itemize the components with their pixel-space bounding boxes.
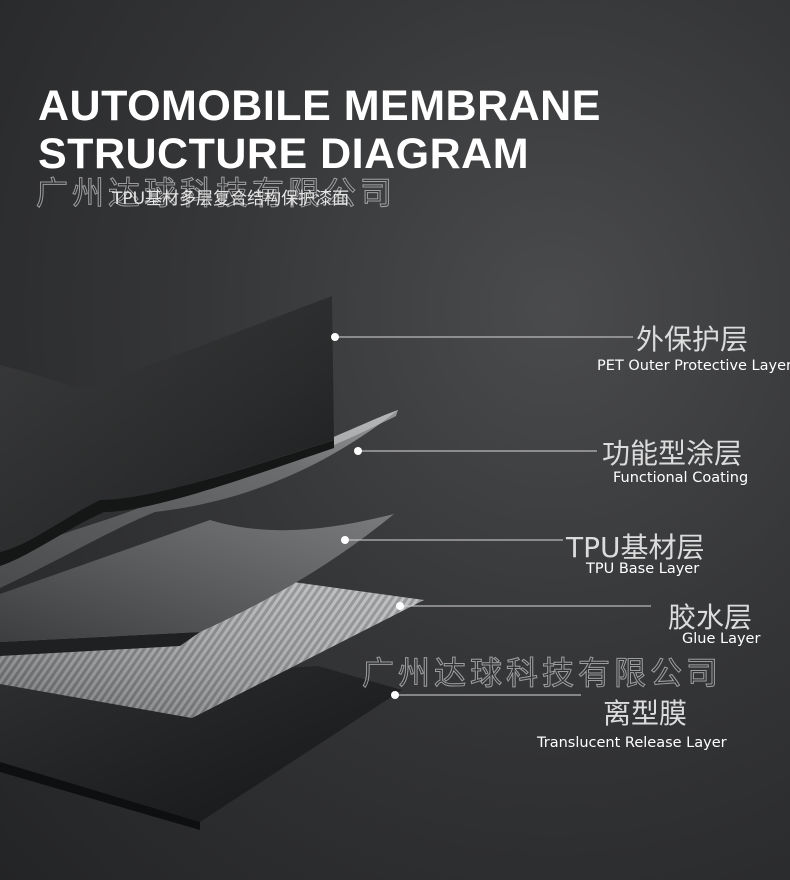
title-line-1: AUTOMOBILE MEMBRANE xyxy=(38,82,601,130)
subtitle: TPU基材多层复合结构保护漆面 xyxy=(112,189,350,209)
pet-outer-layer xyxy=(0,296,334,552)
tpu-base-shadow xyxy=(0,632,200,656)
title-line-2: STRUCTURE DIAGRAM xyxy=(38,130,530,178)
label-pet-en: PET Outer Protective Layer xyxy=(597,358,790,374)
label-release-en: Translucent Release Layer xyxy=(537,735,727,751)
tpu-base-layer xyxy=(0,514,394,642)
label-tpu-cn: TPU基材层 xyxy=(566,531,705,564)
pet-outer-curl xyxy=(0,440,334,566)
page-title: AUTOMOBILE MEMBRANE STRUCTURE DIAGRAM xyxy=(38,82,601,178)
label-tpu-en: TPU Base Layer xyxy=(586,561,700,577)
label-coating-en: Functional Coating xyxy=(613,470,749,486)
watermark-company-top: 广州达球科技有限公司 xyxy=(35,174,397,213)
release-film-edge xyxy=(0,762,200,830)
leader-lines xyxy=(335,336,651,696)
label-release-cn: 离型膜 xyxy=(603,697,688,730)
watermark-company-bottom: 广州达球科技有限公司 xyxy=(361,654,723,693)
label-pet-cn: 外保护层 xyxy=(636,323,749,356)
leader-dots xyxy=(331,333,404,699)
label-coating-cn: 功能型涂层 xyxy=(602,437,743,470)
label-glue-en: Glue Layer xyxy=(682,631,761,647)
label-glue-cn: 胶水层 xyxy=(668,601,753,634)
release-film-layer xyxy=(0,666,402,822)
